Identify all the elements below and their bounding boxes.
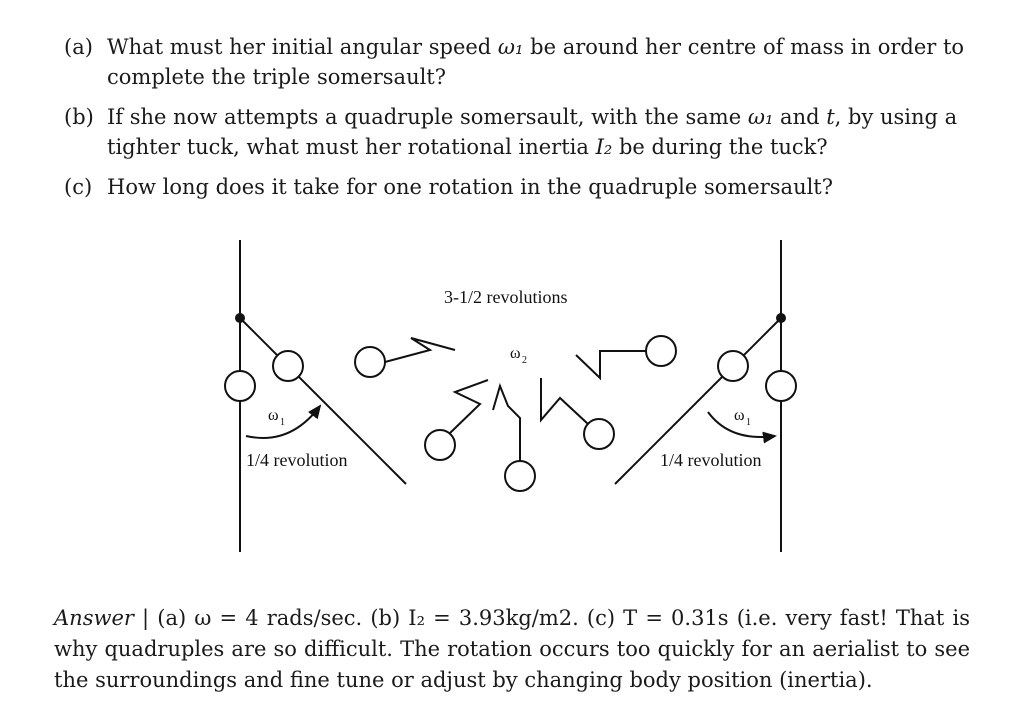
question-b-omega: ω₁ [747, 105, 774, 129]
question-a-text-2: be around her centre of mass in order to… [107, 35, 965, 89]
answer-c: (c) T = 0.31s [586, 606, 729, 630]
right-pivot-dot [776, 313, 786, 323]
left-pivot-dot [235, 313, 245, 323]
left-body-circle-2 [272, 350, 304, 382]
question-c-text: How long does it take for one rotation i… [107, 172, 974, 202]
flier-circle-upper-right [645, 335, 677, 367]
omega-center-symbol: ω [510, 345, 521, 362]
flier-circle-upper-left [354, 346, 386, 378]
question-b-inertia: I₂ [595, 135, 613, 159]
answer-explanation: (i.e. very fast! That is why quadruples … [54, 606, 970, 692]
question-b: (b) If she now attempts a quadruple some… [64, 102, 974, 162]
question-b-text-4: be during the tuck? [612, 135, 828, 159]
question-c-text-1: How long does it take for one rotation i… [107, 175, 834, 199]
omega-center-sub: 2 [522, 355, 527, 366]
right-quarter-label: 1/4 revolution [660, 450, 762, 470]
flier-circle-lower-right [583, 418, 615, 450]
left-rotation-arrow [245, 404, 322, 439]
omega-right-symbol: ω [734, 407, 745, 424]
answer-separator: | [142, 606, 150, 630]
question-c: (c) How long does it take for one rotati… [64, 172, 974, 202]
right-rotation-arrow [707, 411, 777, 444]
question-c-label: (c) [64, 175, 93, 199]
right-body-circle-1 [765, 370, 797, 402]
omega-right-sub: 1 [746, 417, 751, 428]
question-b-t: t [826, 105, 835, 129]
flier-circle-center [504, 460, 536, 492]
right-body-circle-2 [717, 350, 749, 382]
question-a-label: (a) [64, 35, 93, 59]
flier-body-lower-left [449, 379, 489, 434]
question-a-omega: ω₁ [497, 35, 524, 59]
flier-body-lower-right [540, 378, 589, 425]
answer-b: (b) I₂ = 3.93kg/m2. [370, 606, 579, 630]
flier-body-upper-left [384, 337, 456, 363]
question-b-text-2: and [773, 105, 827, 129]
omega-left-symbol: ω [268, 407, 279, 424]
answer-a: (a) ω = 4 rads/sec. [157, 606, 363, 630]
question-a: (a) What must her initial angular speed … [64, 32, 974, 92]
revolutions-label: 3-1/2 revolutions [444, 287, 568, 307]
flier-circle-lower-left [424, 429, 456, 461]
left-quarter-label: 1/4 revolution [246, 450, 348, 470]
question-b-label: (b) [64, 105, 94, 129]
answer-prefix: Answer [54, 606, 134, 630]
left-body-circle-1 [224, 370, 256, 402]
left-board [239, 317, 407, 485]
question-a-text: What must her initial angular speed ω₁ b… [107, 32, 974, 92]
question-b-text: If she now attempts a quadruple somersau… [107, 102, 974, 162]
flier-body-center [492, 382, 521, 461]
omega-left-sub: 1 [280, 417, 285, 428]
answer-block: Answer | (a) ω = 4 rads/sec. (b) I₂ = 3.… [54, 603, 970, 696]
right-board [614, 317, 782, 485]
question-a-text-1: What must her initial angular speed [107, 35, 498, 59]
question-b-text-3: , by using a tighter tuck, what must her… [107, 105, 958, 159]
flier-body-upper-right [575, 350, 646, 381]
question-b-text-1: If she now attempts a quadruple somersau… [107, 105, 748, 129]
